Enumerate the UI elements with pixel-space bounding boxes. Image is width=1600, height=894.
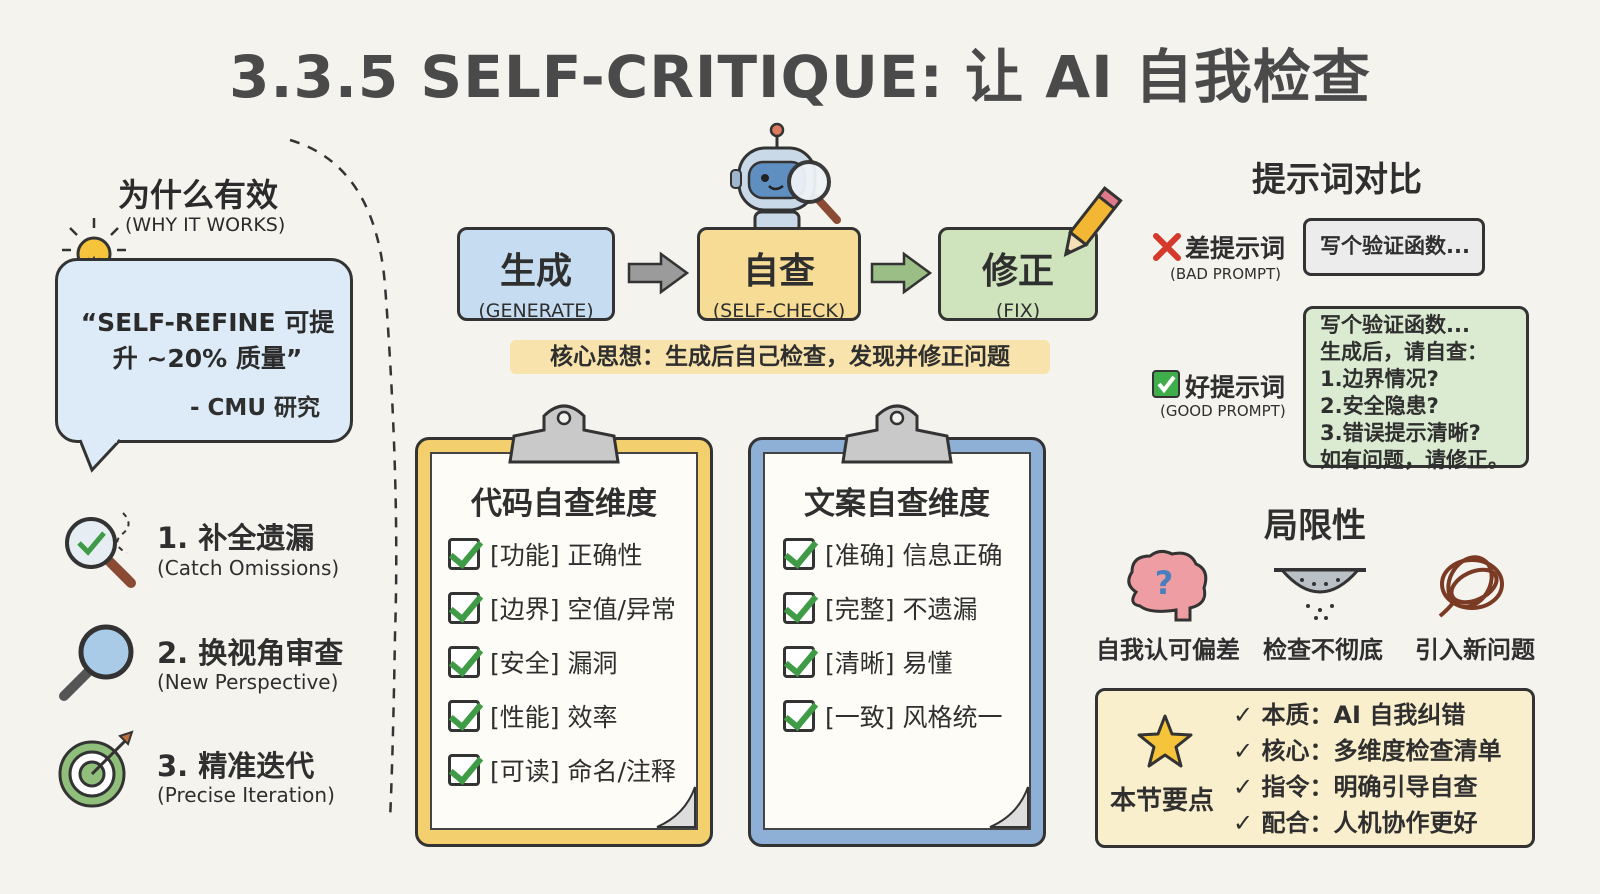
summary-box	[1095, 688, 1535, 848]
checkbox-icon	[783, 700, 815, 732]
check-icon	[1152, 370, 1180, 398]
core-idea: 核心思想：生成后自己检查，发现并修正问题	[550, 344, 1010, 370]
prompt-compare-heading: 提示词对比	[1252, 160, 1422, 200]
svg-text:?: ?	[1155, 564, 1174, 602]
copy-item: [准确] 信息正确	[783, 536, 1002, 572]
core-highlight	[510, 340, 1050, 374]
good-prompt-label: 好提示词	[1185, 373, 1286, 402]
summary-point: ✓ 指令：明确引导自查	[1233, 773, 1478, 801]
page-curl-icon	[989, 786, 1029, 828]
copy-checklist-title: 文案自查维度	[804, 486, 990, 522]
quote-text: “SELF-REFINE 可提升 ~20% 质量”	[80, 308, 335, 373]
pencil-icon	[1063, 186, 1123, 257]
code-checklist-title: 代码自查维度	[471, 486, 657, 522]
flow-generate-label: 生成	[499, 251, 572, 292]
checkbox-icon	[783, 646, 815, 678]
magnifier-check-icon	[65, 512, 136, 588]
bad-prompt-sub: (BAD PROMPT)	[1170, 265, 1281, 283]
limits-heading: 局限性	[1264, 506, 1366, 546]
checkbox-icon	[448, 700, 480, 732]
checkbox-icon	[448, 592, 480, 624]
brain-icon: ?	[1127, 549, 1208, 622]
reason-2-sub: (New Perspective)	[157, 670, 339, 694]
good-prompt-text: 写个验证函数... 生成后，请自查： 1.边界情况? 2.安全隐患? 3.错误提…	[1320, 313, 1509, 472]
checkbox-icon	[448, 646, 480, 678]
copy-checklist: [准确] 信息正确 [完整] 不遗漏 [清晰] 易懂 [一致] 风格统一	[783, 536, 1002, 734]
copy-item: [清晰] 易懂	[783, 644, 1002, 680]
bad-prompt-text: 写个验证函数...	[1320, 234, 1470, 258]
flow-fix-sub: (FIX)	[995, 300, 1041, 322]
page-curl-icon	[656, 786, 696, 828]
divider-line	[289, 138, 398, 821]
flow-selfcheck-sub: (SELF-CHECK)	[712, 300, 846, 322]
summary-point: ✓ 核心：多维度检查清单	[1233, 737, 1502, 765]
star-icon	[1137, 714, 1193, 768]
checkbox-icon	[783, 592, 815, 624]
code-item: [可读] 命名/注释	[448, 752, 676, 788]
summary-point: ✓ 配合：人机协作更好	[1233, 809, 1478, 837]
why-heading: 为什么有效	[118, 176, 279, 214]
robot-icon	[730, 122, 841, 234]
bad-prompt-label: 差提示词	[1185, 234, 1286, 263]
quote-bubble	[55, 258, 353, 443]
tangle-icon	[1438, 555, 1504, 618]
flow-generate-box: 生成 (GENERATE)	[457, 227, 615, 322]
reason-3-title: 3. 精准迭代	[157, 749, 315, 783]
checkbox-icon	[783, 538, 815, 570]
summary-title: 本节要点	[1110, 786, 1215, 816]
summary-points: ✓ 本质：AI 自我纠错 ✓ 核心：多维度检查清单 ✓ 指令：明确引导自查 ✓ …	[1233, 697, 1501, 841]
limit-1: 自我认可偏差	[1096, 636, 1240, 664]
limit-3: 引入新问题	[1415, 636, 1535, 664]
why-heading-en: (WHY IT WORKS)	[125, 214, 286, 236]
reason-3-sub: (Precise Iteration)	[157, 783, 335, 807]
limit-2: 检查不彻底	[1263, 636, 1383, 664]
summary-point: ✓ 本质：AI 自我纠错	[1233, 701, 1466, 729]
code-item: [功能] 正确性	[448, 536, 676, 572]
checkbox-icon	[448, 754, 480, 786]
good-prompt-bubble	[1303, 306, 1529, 468]
clip-icon	[508, 404, 620, 464]
flow-generate-sub: (GENERATE)	[478, 300, 594, 322]
flow-arrow-2	[870, 251, 933, 295]
cross-icon	[1153, 233, 1181, 261]
reason-2-title: 2. 换视角审查	[157, 636, 344, 670]
copy-item: [完整] 不遗漏	[783, 590, 1002, 626]
magnifier-icon	[59, 624, 134, 701]
reason-1-sub: (Catch Omissions)	[157, 556, 340, 580]
good-prompt-sub: (GOOD PROMPT)	[1160, 402, 1286, 420]
flow-arrow-1	[627, 251, 690, 295]
bubble-tail	[80, 438, 122, 473]
clip-icon	[841, 404, 953, 464]
quote-source: - CMU 研究	[190, 395, 321, 421]
code-item: [性能] 效率	[448, 698, 676, 734]
code-item: [边界] 空值/异常	[448, 590, 676, 626]
flow-selfcheck-label: 自查	[742, 251, 815, 292]
bad-prompt-bubble	[1303, 218, 1485, 276]
target-icon	[58, 730, 134, 808]
flow-fix-label: 修正	[981, 251, 1054, 292]
copy-item: [一致] 风格统一	[783, 698, 1002, 734]
code-checklist: [功能] 正确性 [边界] 空值/异常 [安全] 漏洞 [性能] 效率 [可读]…	[448, 536, 676, 788]
checkbox-icon	[448, 538, 480, 570]
strainer-icon	[1274, 568, 1366, 620]
flow-selfcheck-box: 自查 (SELF-CHECK)	[697, 227, 861, 322]
code-item: [安全] 漏洞	[448, 644, 676, 680]
page-title: 3.3.5 SELF-CRITIQUE: 让 AI 自我检查	[229, 43, 1371, 111]
reason-1-title: 1. 补全遗漏	[157, 521, 315, 555]
